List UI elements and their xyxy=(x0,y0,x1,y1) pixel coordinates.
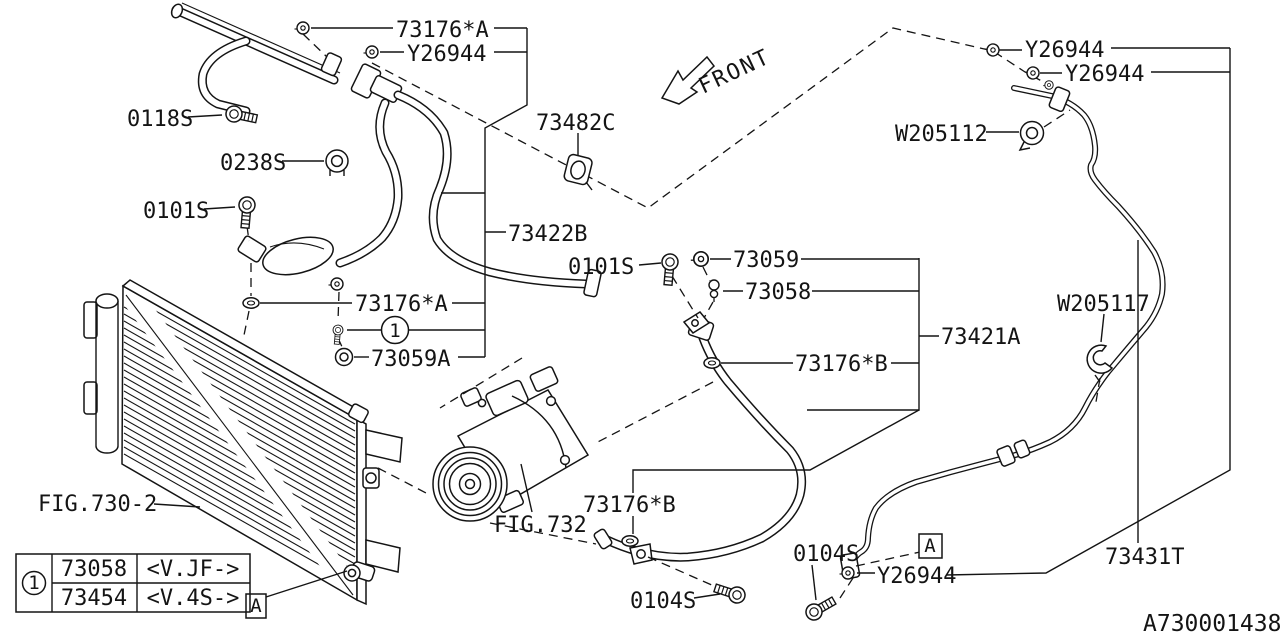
label-0101s-left: 0101S xyxy=(143,199,209,224)
hose-end-fitting xyxy=(237,235,267,263)
bolt-0101s-left xyxy=(236,195,257,230)
label-0104s-2: 0104S xyxy=(793,542,859,567)
label-fig-730-2: FIG.730-2 xyxy=(38,492,157,517)
bolt-circ1 xyxy=(331,324,344,346)
hose-73421a-drawing xyxy=(593,311,807,565)
condenser-tab-lower xyxy=(83,381,98,415)
pipe-73431t-drawing xyxy=(839,85,1166,580)
grommet-73176a-top xyxy=(293,21,310,35)
nut-0238s xyxy=(325,149,349,176)
label-73058: 73058 xyxy=(745,280,811,305)
legend-row2-variant: <V.4S-> xyxy=(147,586,240,611)
condenser-band xyxy=(117,281,366,605)
front-direction: FRONT xyxy=(660,45,775,105)
oring-73176b-mid xyxy=(703,357,721,369)
condenser-tab-upper xyxy=(83,301,98,339)
legend-table: 1 73058 <V.JF-> 73454 <V.4S-> xyxy=(15,553,251,613)
label-73176a-top: 73176*A xyxy=(396,18,489,43)
clamp-73482c xyxy=(563,153,593,191)
fasteners xyxy=(223,21,1114,624)
grommet-73059 xyxy=(689,250,710,268)
callouts: 0118S 0238S 0101S 73176*A Y26944 73482C … xyxy=(38,18,1280,637)
suction-clamp-ear xyxy=(629,543,653,565)
label-73421a: 73421A xyxy=(941,325,1020,350)
label-w205117: W205117 xyxy=(1057,292,1150,317)
hose-muffler xyxy=(262,236,334,276)
label-73059a: 73059A xyxy=(371,347,450,372)
bolt-0101s-mid xyxy=(659,252,680,287)
a-marker-2-letter: A xyxy=(924,535,936,557)
condenser-bracket-lower xyxy=(365,539,401,573)
tube-clamp xyxy=(320,52,343,77)
pipe-union-a xyxy=(996,445,1016,467)
legend-row1-part: 73058 xyxy=(61,557,127,582)
pipe-top-fitting xyxy=(1048,86,1071,113)
oring-73176a xyxy=(242,297,260,309)
stud-73058 xyxy=(708,279,720,303)
label-73176a-mid: 73176*A xyxy=(355,292,448,317)
label-y26944-r2: Y26944 xyxy=(1065,62,1144,87)
suction-end-fitting xyxy=(593,528,613,550)
legend-circle-number: 1 xyxy=(28,572,39,594)
clamp-w205112 xyxy=(1018,120,1045,152)
label-fig-732: FIG.732 xyxy=(494,513,587,538)
label-73176b-low: 73176*B xyxy=(583,493,676,518)
label-w205112: W205112 xyxy=(895,122,988,147)
label-y26944-r1: Y26944 xyxy=(1025,38,1104,63)
suction-fitting-ear xyxy=(682,311,711,334)
circle-1-number: 1 xyxy=(389,320,400,342)
tube-end-cap xyxy=(170,3,184,19)
compressor-drawing xyxy=(432,366,590,522)
bolt-0104s-2 xyxy=(802,592,839,624)
hose-73422b-drawing xyxy=(170,2,602,298)
receiver-drier-body xyxy=(95,301,119,446)
condenser-pipe-fitting xyxy=(343,561,376,582)
a-marker-1: A xyxy=(245,593,267,619)
label-0104s-1: 0104S xyxy=(630,589,696,614)
label-73482c: 73482C xyxy=(536,111,615,136)
label-73176b-mid: 73176*B xyxy=(795,352,888,377)
bolt-0104s-1 xyxy=(711,579,748,606)
condenser-drawing xyxy=(83,279,403,606)
legend-row1-variant: <V.JF-> xyxy=(147,557,240,582)
label-73422b: 73422B xyxy=(508,222,587,247)
label-0238s: 0238S xyxy=(220,151,286,176)
oring-73176b-low xyxy=(621,535,639,547)
receiver-drier-top xyxy=(95,293,119,309)
condenser-top-cap xyxy=(347,403,369,424)
front-arrow-icon xyxy=(660,55,716,105)
label-y26944-top: Y26944 xyxy=(407,42,486,67)
condenser-hook xyxy=(362,467,380,489)
diagram-id: A730001438 xyxy=(1143,611,1280,637)
callout-circle-1: 1 xyxy=(380,315,410,345)
clamp-w205117 xyxy=(1086,344,1114,383)
a-marker-1-letter: A xyxy=(250,595,262,617)
label-73431t: 73431T xyxy=(1105,545,1184,570)
front-label: FRONT xyxy=(695,45,775,100)
label-y26944-bottom: Y26944 xyxy=(877,564,956,589)
legend-row2-part: 73454 xyxy=(61,586,127,611)
condenser-band-line xyxy=(125,294,354,596)
label-73059: 73059 xyxy=(733,248,799,273)
label-0118s: 0118S xyxy=(127,107,193,132)
clip-small xyxy=(1042,80,1054,90)
label-0101s-mid: 0101S xyxy=(568,255,634,280)
oring-73059a xyxy=(334,347,354,367)
condenser-bracket-upper xyxy=(365,429,403,463)
branch-end-flange xyxy=(583,268,602,298)
leader-lines xyxy=(153,27,1231,601)
condenser-hook-hole xyxy=(365,472,377,484)
receiver-drier-bottom xyxy=(95,445,119,454)
a-marker-2: A xyxy=(918,533,943,559)
pipe-union-b xyxy=(1013,439,1031,459)
grommet-y26944-top xyxy=(362,45,379,59)
hose-grommet xyxy=(327,277,344,291)
